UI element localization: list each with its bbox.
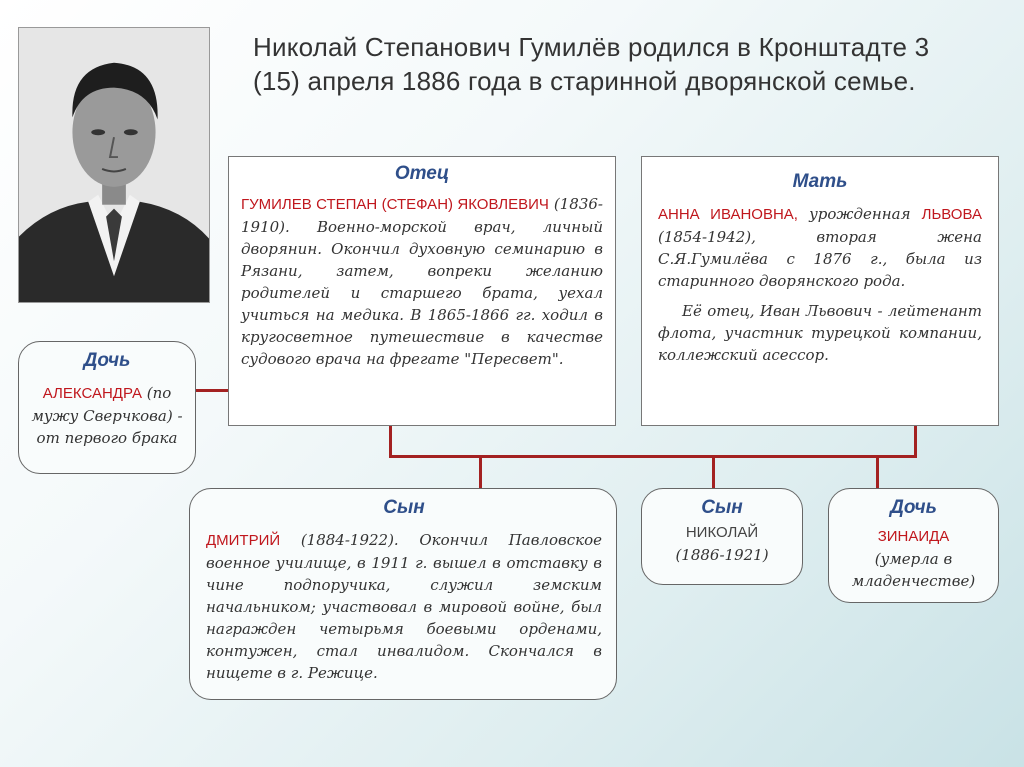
son1-box: Сын ДМИТРИЙ (1884-1922). Окончил Павловс… xyxy=(189,488,617,700)
son1-text: ДМИТРИЙ (1884-1922). Окончил Павловское … xyxy=(206,529,602,684)
daughter1-name: АЛЕКСАНДРА xyxy=(42,385,142,402)
title-line-1: Николай Степанович Гумилёв родился в Кро… xyxy=(253,32,930,62)
connector-father-down xyxy=(389,424,392,458)
daughter1-text: АЛЕКСАНДРА (по мужу Сверчкова) - от перв… xyxy=(29,382,185,449)
mother-text-1: урожденная xyxy=(809,205,911,223)
father-text: ГУМИЛЕВ СТЕПАН (СТЕФАН) ЯКОВЛЕВИЧ (1836-… xyxy=(241,193,603,370)
mother-father-text: Её отец, Иван Львович - лейтенант флота,… xyxy=(658,302,982,364)
portrait-photo xyxy=(18,27,210,303)
page-title: Николай Степанович Гумилёв родился в Кро… xyxy=(253,30,991,98)
son2-box: Сын НИКОЛАЙ (1886-1921) xyxy=(641,488,803,585)
son1-bio: (1884-1922). Окончил Павловское военное … xyxy=(206,531,602,682)
mother-box: Мать АННА ИВАНОВНА, урожденная ЛЬВОВА (1… xyxy=(641,156,999,426)
daughter2-box: Дочь ЗИНАИДА (умерла в младенчестве) xyxy=(828,488,999,603)
daughter1-box: Дочь АЛЕКСАНДРА (по мужу Сверчкова) - от… xyxy=(18,341,196,474)
father-name: ГУМИЛЕВ СТЕПАН (СТЕФАН) ЯКОВЛЕВИЧ xyxy=(241,196,549,213)
daughter2-note: (умерла в младенчестве) xyxy=(851,550,976,590)
son2-name-line: НИКОЛАЙ xyxy=(650,521,794,544)
mother-text-2: (1854-1942), вторая жена С.Я.Гумилёва с … xyxy=(658,228,982,290)
mother-maiden-name: ЛЬВОВА xyxy=(921,206,982,223)
father-bio: (1836-1910). Военно-морской врач, личный… xyxy=(241,195,603,368)
daughter2-name-line: ЗИНАИДА xyxy=(837,525,990,548)
connector-daughter2 xyxy=(876,455,879,489)
daughter1-note: (по мужу Сверчкова) - от первого брака xyxy=(31,384,183,447)
connector-daughter1-father xyxy=(196,389,230,392)
son1-header: Сын xyxy=(383,497,425,518)
daughter2-header: Дочь xyxy=(890,497,937,518)
connector-son1 xyxy=(479,455,482,489)
son2-years: (1886-1921) xyxy=(675,546,769,564)
son2-header: Сын xyxy=(701,497,743,518)
son2-name: НИКОЛАЙ xyxy=(685,524,759,541)
title-line-2: (15) апреля 1886 года в старинной дворян… xyxy=(253,66,916,96)
mother-name: АННА ИВАНОВНА, xyxy=(658,206,798,223)
mother-header: Мать xyxy=(792,171,848,192)
son1-name: ДМИТРИЙ xyxy=(206,532,281,549)
father-header: Отец xyxy=(394,163,450,184)
connector-son2 xyxy=(712,455,715,489)
daughter2-name: ЗИНАИДА xyxy=(877,528,950,545)
father-box: Отец ГУМИЛЕВ СТЕПАН (СТЕФАН) ЯКОВЛЕВИЧ (… xyxy=(228,156,616,426)
daughter1-header: Дочь xyxy=(83,350,131,371)
mother-text: АННА ИВАНОВНА, урожденная ЛЬВОВА (1854-1… xyxy=(658,203,982,292)
connector-mother-down xyxy=(914,424,917,458)
connector-horizontal xyxy=(389,455,917,458)
